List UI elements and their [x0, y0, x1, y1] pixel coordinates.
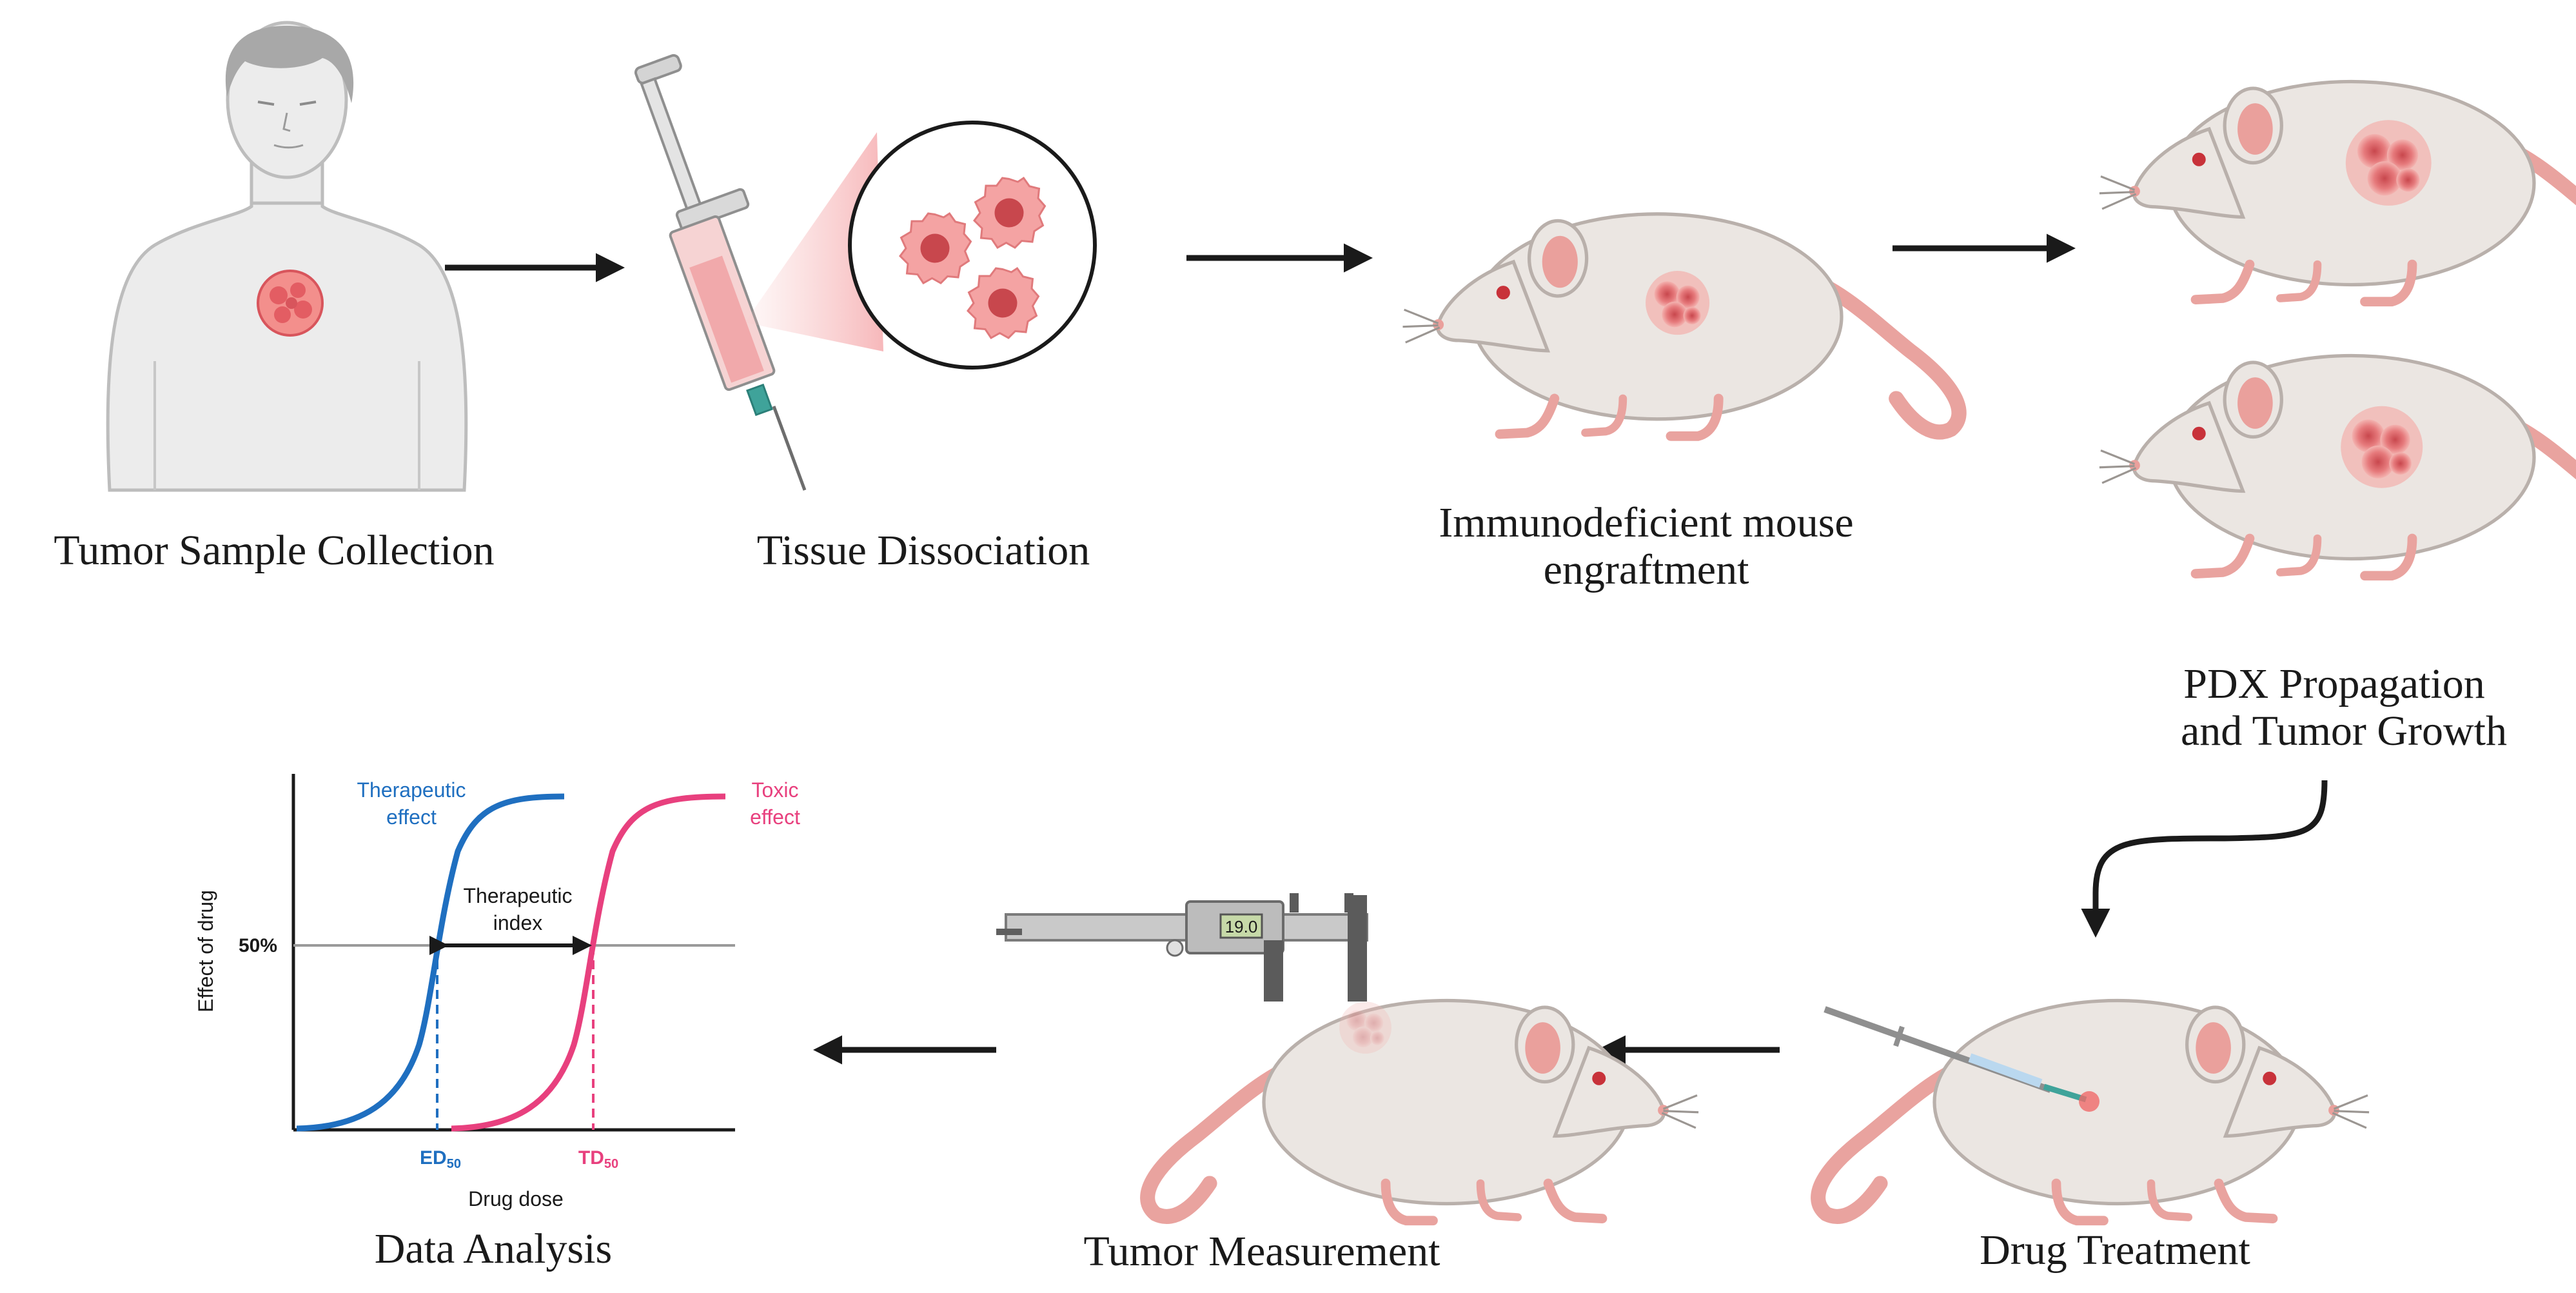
step-label-engraftment-1: Immunodeficient mouse — [1439, 499, 1853, 546]
caliper-icon: 19.0 — [996, 893, 1368, 1002]
step-label-measurement: Tumor Measurement — [1083, 1228, 1440, 1275]
step-label-collection: Tumor Sample Collection — [54, 527, 494, 574]
propagated-mouse-icon-bottom — [2099, 356, 2576, 576]
fifty-percent-tick: 50% — [239, 935, 277, 956]
propagated-mouse-icon-top — [2099, 82, 2576, 302]
syringe-icon — [634, 54, 807, 491]
arrow-propagation-to-treatment — [2081, 780, 2328, 938]
step-label-dissociation: Tissue Dissociation — [757, 527, 1090, 574]
step-label-engraftment-2: engraftment — [1544, 546, 1749, 593]
toxic-effect-label-2: effect — [750, 805, 800, 829]
step-label-treatment: Drug Treatment — [1980, 1227, 2250, 1274]
therapeutic-effect-label-2: effect — [386, 805, 437, 829]
graph-x-label: Drug dose — [468, 1187, 564, 1210]
injection-syringe-icon — [1824, 1006, 2099, 1112]
step-label-propagation-1: PDX Propagation — [2183, 660, 2484, 707]
therapeutic-index-label-1: Therapeutic — [464, 884, 573, 907]
ed50-label: ED50 — [420, 1147, 461, 1171]
engrafted-mouse-icon — [1402, 214, 1959, 437]
toxic-effect-label-1: Toxic — [752, 778, 799, 802]
measured-mouse-icon — [1148, 1001, 1698, 1221]
step-label-analysis: Data Analysis — [375, 1225, 612, 1272]
tumor-icon — [257, 270, 324, 337]
graph-y-label: Effect of drug — [194, 890, 217, 1012]
caliper-reading: 19.0 — [1225, 917, 1258, 936]
therapeutic-curve — [296, 793, 565, 1132]
toxic-curve — [451, 793, 726, 1132]
therapeutic-effect-label-1: Therapeutic — [357, 778, 466, 802]
patient-figure-icon — [106, 21, 468, 492]
td50-label: TD50 — [578, 1147, 618, 1171]
therapeutic-index-label-2: index — [493, 911, 543, 934]
step-label-propagation-2: and Tumor Growth — [2181, 707, 2507, 755]
dose-response-graph: 50% Effect of drug Drug dose Therapeutic… — [194, 774, 800, 1210]
dissociated-cells-icon — [848, 121, 1097, 370]
magnification-cone — [745, 132, 883, 351]
